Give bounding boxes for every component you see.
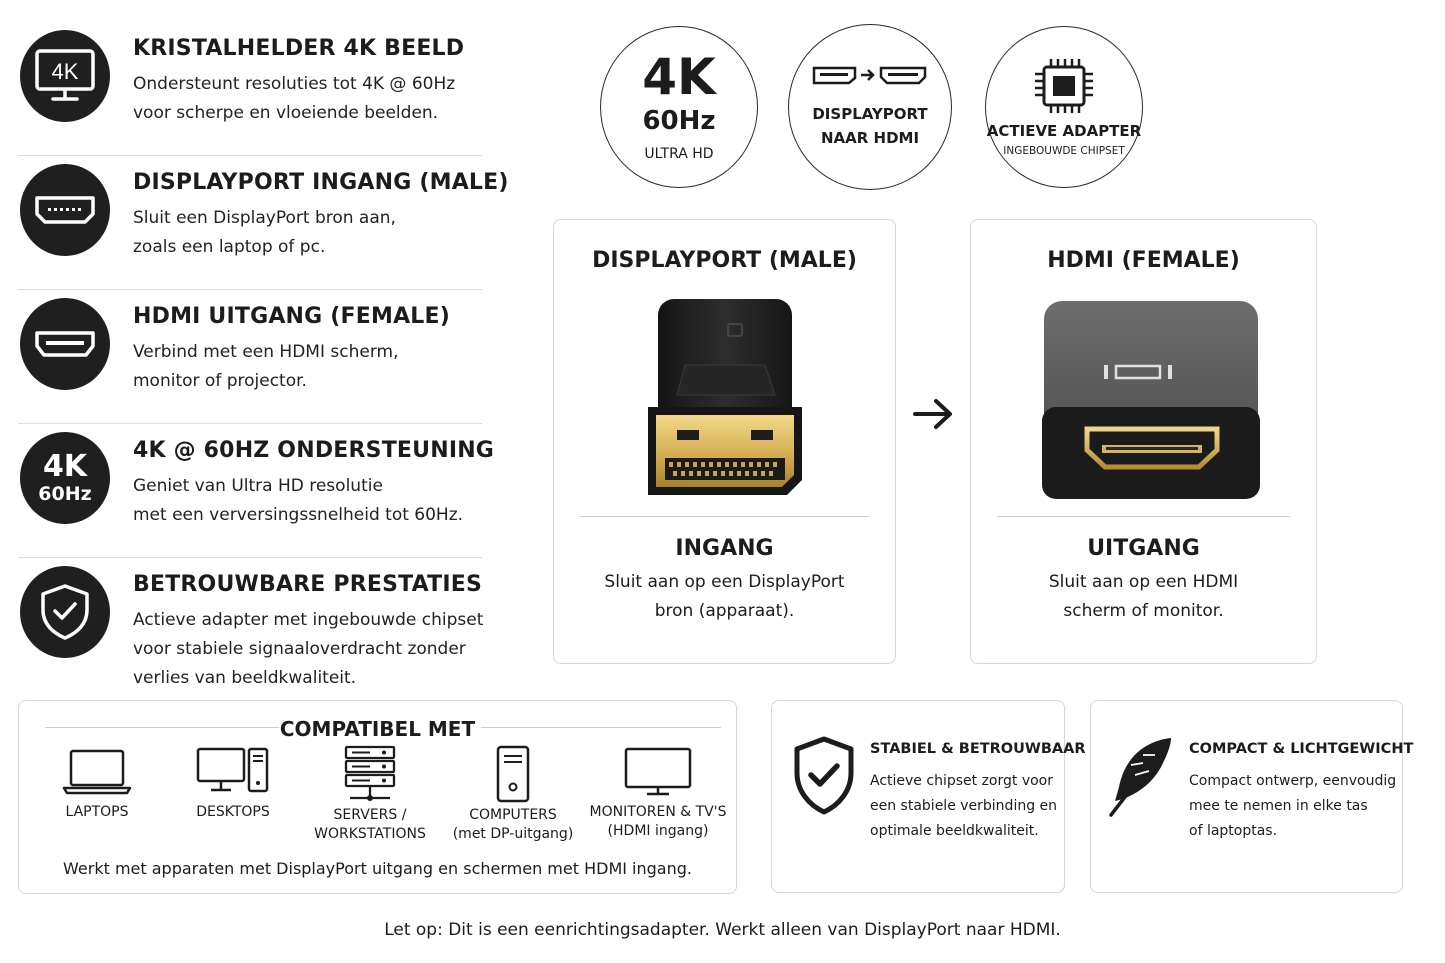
feature-displayport-input: DISPLAYPORT INGANG (MALE) Sluit een Disp… xyxy=(18,156,508,290)
feature-title: BETROUWBARE PRESTATIES xyxy=(133,572,483,597)
laptop-icon xyxy=(62,749,132,795)
feature-title: 4K @ 60HZ ONDERSTEUNING xyxy=(133,438,495,463)
hdmi-port-icon xyxy=(20,298,110,390)
info-title: COMPACT & LICHTGEWICHT xyxy=(1189,741,1414,757)
badge-dp-label: DISPLAYPORT NAAR HDMI xyxy=(812,105,928,147)
feather-icon xyxy=(1109,738,1171,817)
one-way-note: Let op: Dit is een eenrichtingsadapter. … xyxy=(384,920,1061,940)
badge-refresh: 60Hz xyxy=(642,106,716,136)
divider xyxy=(481,727,721,728)
compatible-with-box: COMPATIBEL MET LAPTOPS DESKTOPS xyxy=(18,700,737,894)
monitor-4k-text: 4K xyxy=(52,59,79,84)
compat-footer: Werkt met apparaten met DisplayPort uitg… xyxy=(63,859,692,878)
feature-4k-image: 4K KRISTALHELDER 4K BEELD Ondersteunt re… xyxy=(18,22,482,156)
4k-60hz-icon: 4K 60Hz xyxy=(20,432,110,524)
info-compact-light: COMPACT & LICHTGEWICHT Compact ontwerp, … xyxy=(1090,700,1413,893)
card-title: HDMI (FEMALE) xyxy=(1047,248,1240,273)
device-servers: SERVERS /WORKSTATIONS xyxy=(300,745,440,844)
card-hdmi: HDMI (FEMALE) UITGANG Sluit aan op een H… xyxy=(970,219,1317,664)
badge-4k-60hz: 4K 60Hz ULTRA HD xyxy=(600,26,758,188)
badge-chip-label: ACTIEVE ADAPTER xyxy=(986,122,1142,140)
info-description: Compact ontwerp, eenvoudig mee te nemen … xyxy=(1189,773,1397,839)
badge-chip-sub: INGEBOUWDE CHIPSET xyxy=(1003,145,1125,157)
card-description: Sluit aan op een HDMI scherm of monitor. xyxy=(1048,572,1239,621)
card-subtitle: UITGANG xyxy=(1087,536,1200,561)
feature-title: HDMI UITGANG (FEMALE) xyxy=(133,304,451,329)
hdmi-connector-image xyxy=(971,295,1316,510)
displayport-port-icon xyxy=(20,164,110,256)
card-description: Sluit aan op een DisplayPort bron (appar… xyxy=(604,572,845,621)
info-title: STABIEL & BETROUWBAAR xyxy=(870,741,1086,757)
shield-check-icon xyxy=(794,736,854,815)
card-divider xyxy=(997,516,1290,517)
feature-title: DISPLAYPORT INGANG (MALE) xyxy=(133,170,509,195)
feature-list: 4K KRISTALHELDER 4K BEELD Ondersteunt re… xyxy=(18,22,508,698)
device-monitors: MONITOREN & TV'S(HDMI ingang) xyxy=(588,745,728,841)
feature-title: KRISTALHELDER 4K BEELD xyxy=(133,36,465,61)
computer-tower-icon xyxy=(496,745,530,803)
dp-to-hdmi-icon xyxy=(812,66,927,85)
badge-dp-to-hdmi: DISPLAYPORT NAAR HDMI xyxy=(788,24,952,190)
arrow-right-icon xyxy=(913,399,952,429)
feature-description: Actieve adapter met ingebouwde chipset v… xyxy=(133,610,484,688)
feature-4k-60hz: 4K 60Hz 4K @ 60HZ ONDERSTEUNING Geniet v… xyxy=(18,424,494,558)
feature-description: Ondersteunt resoluties tot 4K @ 60Hz voo… xyxy=(133,74,456,123)
badge-ultra-hd: ULTRA HD xyxy=(644,146,714,162)
card-subtitle: INGANG xyxy=(675,536,774,561)
divider xyxy=(45,727,279,728)
card-displayport: DISPLAYPORT (MALE) INGANG Sluit aan op e… xyxy=(553,219,896,664)
monitor-icon xyxy=(624,747,692,796)
chip-icon xyxy=(1035,59,1093,113)
device-desktops: DESKTOPS xyxy=(163,745,303,822)
compat-title: COMPATIBEL MET xyxy=(279,717,476,741)
desktop-icon xyxy=(196,747,269,793)
feature-reliable: BETROUWBARE PRESTATIES Actieve adapter m… xyxy=(18,558,484,698)
device-laptops: LAPTOPS xyxy=(27,745,167,822)
feature-hdmi-output: HDMI UITGANG (FEMALE) Verbind met een HD… xyxy=(18,290,482,424)
badge-active-adapter: ACTIEVE ADAPTER INGEBOUWDE CHIPSET xyxy=(985,26,1143,188)
displayport-connector-image xyxy=(554,295,895,510)
monitor-4k-icon: 4K xyxy=(20,30,110,122)
feature-description: Verbind met een HDMI scherm, monitor of … xyxy=(133,342,399,391)
info-description: Actieve chipset zorgt voor een stabiele … xyxy=(870,773,1058,839)
server-icon xyxy=(344,745,396,801)
feature-description: Geniet van Ultra HD resolutie met een ve… xyxy=(133,476,464,525)
feature-description: Sluit een DisplayPort bron aan, zoals ee… xyxy=(133,208,396,257)
badge-resolution: 4K xyxy=(642,48,716,106)
card-title: DISPLAYPORT (MALE) xyxy=(592,248,857,273)
shield-check-icon xyxy=(20,566,110,658)
device-computers: COMPUTERS(met DP-uitgang) xyxy=(443,745,583,844)
info-stable-reliable: STABIEL & BETROUWBAAR Actieve chipset zo… xyxy=(771,700,1086,893)
card-divider xyxy=(580,516,869,517)
